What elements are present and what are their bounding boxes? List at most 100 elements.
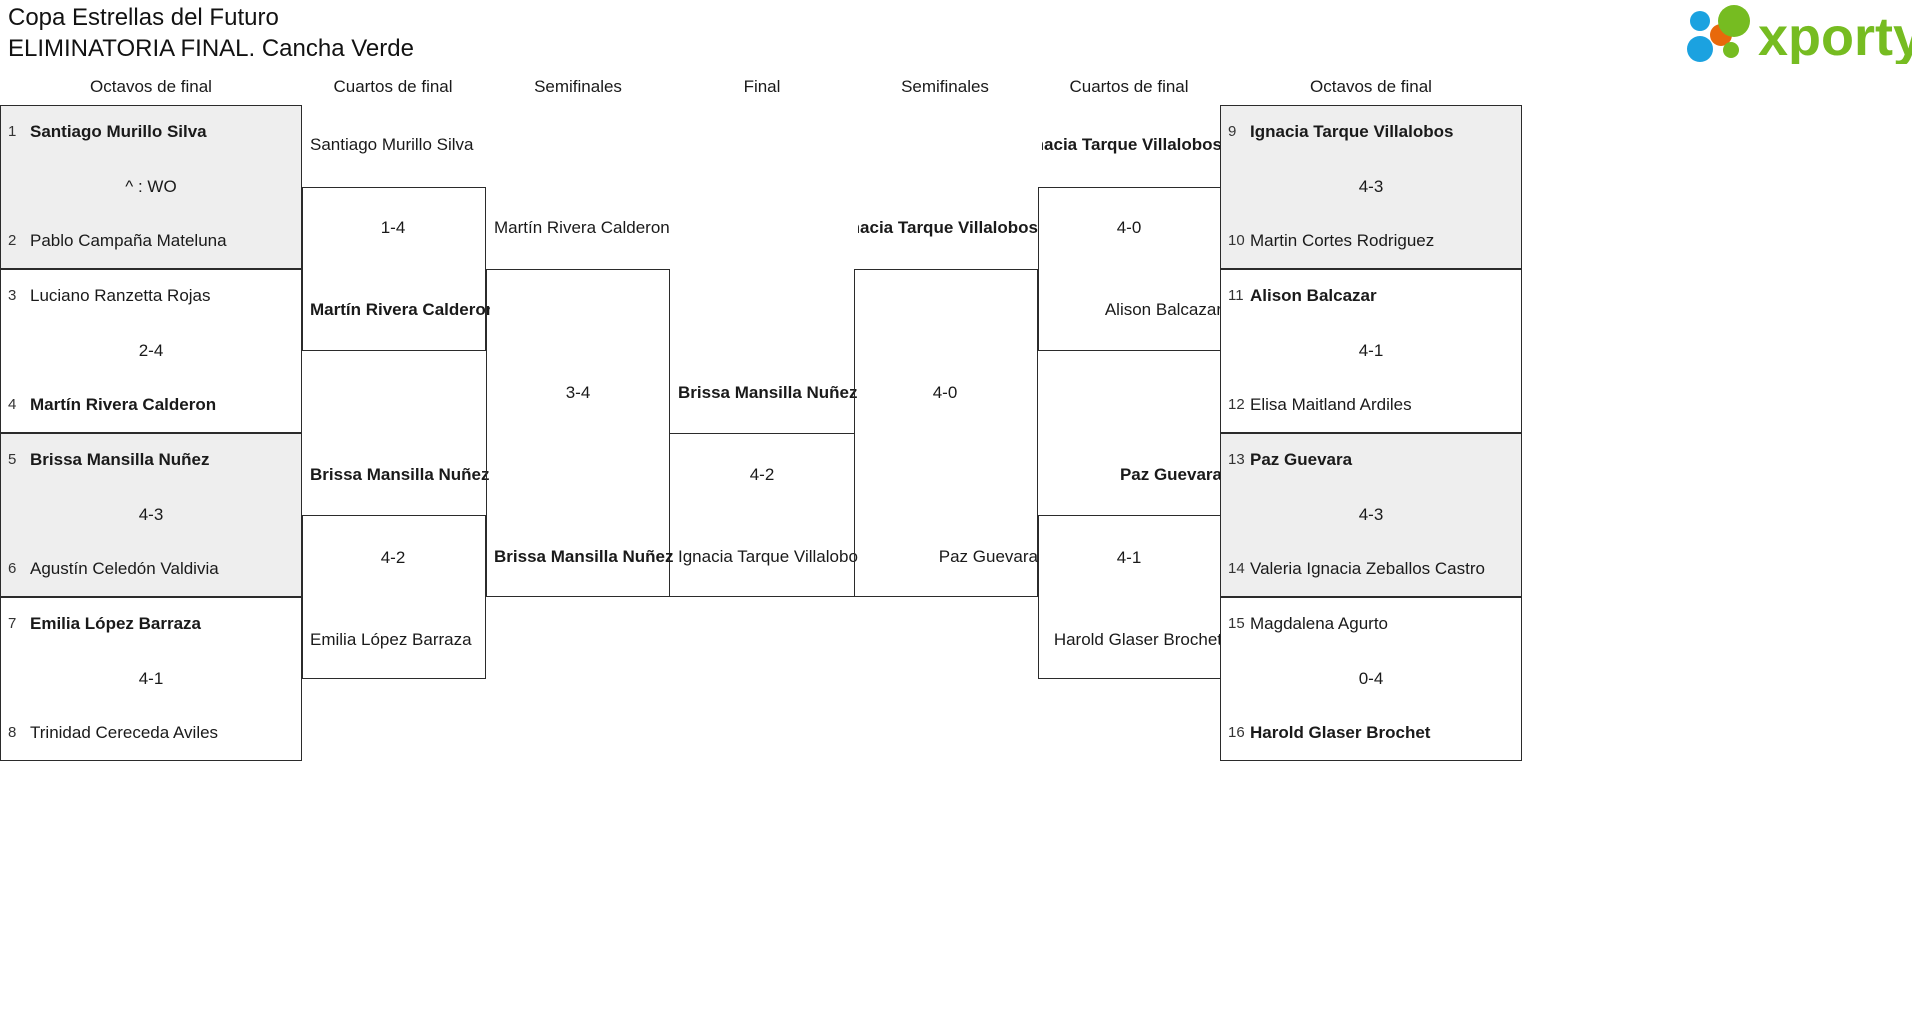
player-row-r16-3-bottom[interactable]: 14 Valeria Ignacia Zeballos Castro xyxy=(1228,559,1520,579)
seed-number: 9 xyxy=(1228,123,1237,140)
match-box-l16-1[interactable] xyxy=(0,105,302,269)
player-row-l16-3-top[interactable]: 5 Brissa Mansilla Nuñez xyxy=(8,450,294,470)
player-name: Harold Glaser Brochet xyxy=(1250,723,1431,742)
match-box-l16-3[interactable] xyxy=(0,433,302,597)
round-header-right-r16: Octavos de final xyxy=(1310,77,1432,96)
advanced-name-lsf-1-top[interactable]: Martín Rivera Calderon xyxy=(494,218,670,237)
score-rqf-2: 4-1 xyxy=(1116,548,1142,567)
logo-dot-green-small xyxy=(1723,42,1739,58)
advanced-name-final-bottom[interactable]: Ignacia Tarque Villalobos xyxy=(678,547,858,566)
player-name: Emilia López Barraza xyxy=(30,614,202,633)
score-lqf-2: 4-2 xyxy=(380,548,406,567)
seed-number: 7 xyxy=(8,615,17,632)
advanced-name-rsf-1-top[interactable]: Ignacia Tarque Villalobos xyxy=(858,218,1038,237)
seed-number: 11 xyxy=(1228,287,1244,304)
round-header-right-sf: Semifinales xyxy=(901,77,989,96)
player-name: Magdalena Agurto xyxy=(1250,614,1388,633)
match-box-rsf-1[interactable] xyxy=(854,269,1038,597)
tournament-subtitle: ELIMINATORIA FINAL. Cancha Verde xyxy=(8,35,414,62)
score-lsf-1: 3-4 xyxy=(565,383,591,402)
player-row-l16-2-bottom[interactable]: 4 Martín Rivera Calderon xyxy=(8,395,294,415)
player-name: Ignacia Tarque Villalobos xyxy=(1250,122,1454,141)
player-name: Santiago Murillo Silva xyxy=(30,122,207,141)
score-lqf-1: 1-4 xyxy=(380,218,406,237)
match-box-final[interactable] xyxy=(670,433,854,597)
score-l16-4: 4-1 xyxy=(138,669,164,688)
seed-number: 15 xyxy=(1228,615,1245,632)
player-name: Martín Rivera Calderon xyxy=(30,395,217,414)
match-box-lsf-1[interactable] xyxy=(486,269,670,597)
match-box-rqf-2[interactable] xyxy=(1038,515,1222,679)
player-row-r16-1-bottom[interactable]: 10 Martin Cortes Rodriguez xyxy=(1228,231,1520,251)
advanced-name-lqf-2-bottom[interactable]: Emilia López Barraza xyxy=(310,630,472,649)
player-name: Trinidad Cereceda Aviles xyxy=(30,723,219,742)
logo-wordmark: xporty xyxy=(1758,7,1912,64)
player-row-r16-4-top[interactable]: 15 Magdalena Agurto xyxy=(1228,614,1520,634)
advanced-name-lqf-1-bottom[interactable]: Martín Rivera Calderon xyxy=(310,300,490,319)
seed-number: 14 xyxy=(1228,560,1245,577)
advanced-name-lsf-1-bottom[interactable]: Brissa Mansilla Nuñez xyxy=(494,547,674,566)
seed-number: 10 xyxy=(1228,232,1245,249)
seed-number: 2 xyxy=(8,232,17,249)
match-box-r16-1[interactable] xyxy=(1220,105,1522,269)
logo-dot-green-large xyxy=(1718,5,1750,37)
round-header-left-r16: Octavos de final xyxy=(90,77,212,96)
score-l16-3: 4-3 xyxy=(138,505,164,524)
match-box-r16-2[interactable] xyxy=(1220,269,1522,433)
match-box-r16-3[interactable] xyxy=(1220,433,1522,597)
advanced-name-rqf-2-top[interactable]: Paz Guevara xyxy=(1119,465,1222,484)
player-name: Paz Guevara xyxy=(1250,450,1353,469)
player-name: Valeria Ignacia Zeballos Castro xyxy=(1250,559,1485,578)
score-r16-2: 4-1 xyxy=(1358,341,1384,360)
advanced-name-lqf-2-top[interactable]: Brissa Mansilla Nuñez xyxy=(310,465,490,484)
score-l16-1: ^ : WO xyxy=(125,177,177,196)
player-row-l16-4-top[interactable]: 7 Emilia López Barraza xyxy=(8,614,294,634)
logo-dot-blue-bottom xyxy=(1687,36,1713,62)
seed-number: 8 xyxy=(8,724,17,741)
match-box-lqf-2[interactable] xyxy=(302,515,486,679)
page-header: Copa Estrellas del Futuro ELIMINATORIA F… xyxy=(0,0,1920,70)
advanced-name-rsf-1-bottom[interactable]: Paz Guevara xyxy=(938,547,1038,566)
player-name: Luciano Ranzetta Rojas xyxy=(30,286,211,305)
seed-number: 3 xyxy=(8,287,17,304)
player-row-l16-1-top[interactable]: 1 Santiago Murillo Silva xyxy=(8,122,294,142)
score-rqf-1: 4-0 xyxy=(1116,218,1142,237)
seed-number: 4 xyxy=(8,396,17,413)
title-block: Copa Estrellas del Futuro ELIMINATORIA F… xyxy=(8,2,414,64)
round-header-final: Final xyxy=(743,77,781,96)
score-r16-4: 0-4 xyxy=(1358,669,1384,688)
seed-number: 1 xyxy=(8,123,17,140)
advanced-name-rqf-1-bottom[interactable]: Alison Balcazar xyxy=(1104,300,1222,319)
match-box-l16-2[interactable] xyxy=(0,269,302,433)
match-box-r16-4[interactable] xyxy=(1220,597,1522,761)
advanced-name-rqf-1-top[interactable]: Ignacia Tarque Villalobos xyxy=(1042,135,1222,154)
advanced-name-rqf-2-bottom[interactable]: Harold Glaser Brochet xyxy=(1053,630,1222,649)
round-header-left-sf: Semifinales xyxy=(534,77,622,96)
score-r16-3: 4-3 xyxy=(1358,505,1384,524)
player-name: Elisa Maitland Ardiles xyxy=(1250,395,1412,414)
advanced-name-lqf-1-top[interactable]: Santiago Murillo Silva xyxy=(310,135,474,154)
tournament-title: Copa Estrellas del Futuro xyxy=(8,4,279,31)
score-final: 4-2 xyxy=(749,465,775,484)
player-name: Brissa Mansilla Nuñez xyxy=(30,450,210,469)
player-row-r16-1-top[interactable]: 9 Ignacia Tarque Villalobos xyxy=(1228,122,1520,142)
player-name: Pablo Campaña Mateluna xyxy=(30,231,227,250)
seed-number: 5 xyxy=(8,451,17,468)
advanced-name-final-top[interactable]: Brissa Mansilla Nuñez xyxy=(678,383,858,402)
player-row-l16-2-top[interactable]: 3 Luciano Ranzetta Rojas xyxy=(8,286,294,306)
match-box-rqf-1[interactable] xyxy=(1038,187,1222,351)
match-box-l16-4[interactable] xyxy=(0,597,302,761)
player-row-l16-4-bottom[interactable]: 8 Trinidad Cereceda Aviles xyxy=(8,723,294,743)
seed-number: 6 xyxy=(8,560,17,577)
xporty-logo[interactable]: xporty xyxy=(1686,4,1912,64)
round-header-left-qf: Cuartos de final xyxy=(333,77,453,96)
player-row-l16-1-bottom[interactable]: 2 Pablo Campaña Mateluna xyxy=(8,231,294,251)
score-rsf-1: 4-0 xyxy=(932,383,958,402)
player-name: Martin Cortes Rodriguez xyxy=(1250,231,1435,250)
match-box-lqf-1[interactable] xyxy=(302,187,486,351)
